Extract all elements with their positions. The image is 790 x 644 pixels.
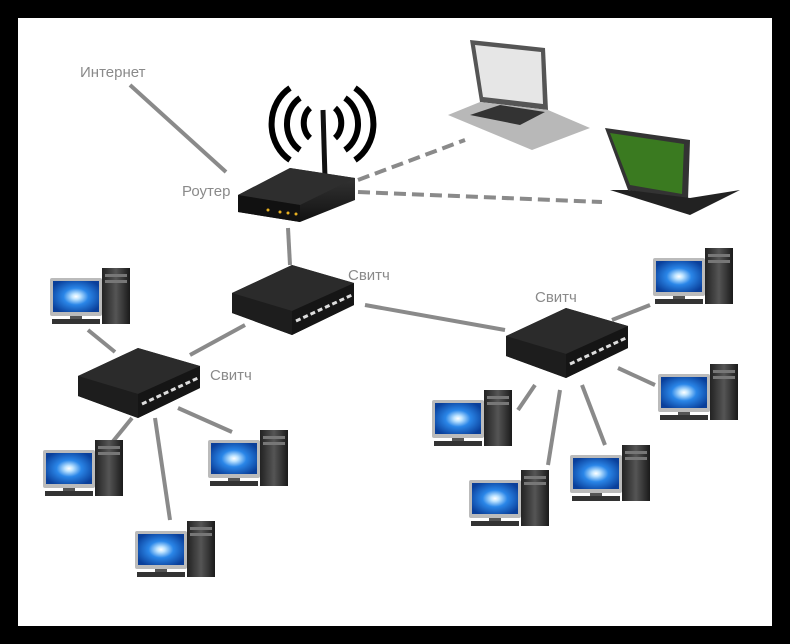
link-pc-8 — [546, 389, 562, 466]
pc-4[interactable] — [208, 430, 288, 486]
link-pc-6 — [617, 366, 656, 387]
link-pc-9 — [580, 384, 607, 446]
switch-main-label: Свитч — [348, 267, 390, 284]
switch-right[interactable] — [504, 306, 630, 380]
pc-6[interactable] — [658, 364, 738, 420]
antenna — [320, 109, 328, 179]
pc-3[interactable] — [135, 521, 215, 577]
link-pc-7 — [516, 383, 537, 412]
switch-left-label: Свитч — [210, 367, 252, 384]
pc-9[interactable] — [570, 445, 650, 501]
link-router-laptop-2 — [357, 190, 603, 204]
pc-8[interactable] — [469, 470, 549, 526]
pc-2[interactable] — [43, 440, 123, 496]
link-router-switch — [286, 227, 292, 266]
link-internet-router — [128, 83, 228, 174]
wired-links — [86, 83, 656, 521]
link-pc-3 — [153, 417, 172, 521]
wireless-links — [357, 138, 603, 204]
wifi-icon — [268, 85, 377, 163]
switch-right-label: Свитч — [535, 289, 577, 306]
laptop-1[interactable] — [448, 40, 590, 150]
pc-5[interactable] — [653, 248, 733, 304]
pc-1[interactable] — [50, 268, 130, 324]
link-switch-switch-right — [364, 303, 506, 332]
switch-main[interactable] — [230, 263, 356, 337]
router[interactable] — [238, 168, 355, 222]
link-switch-switch-left — [189, 323, 246, 357]
pc-7[interactable] — [432, 390, 512, 446]
router-label: Роутер — [182, 183, 230, 200]
network-diagram: Роутер Интернет Свитч Свитч Свитч — [43, 40, 740, 577]
link-pc-1 — [86, 328, 117, 354]
internet-label: Интернет — [80, 64, 146, 81]
diagram-canvas: Роутер Интернет Свитч Свитч Свитч — [18, 18, 772, 626]
laptop-2[interactable] — [605, 128, 740, 215]
link-router-laptop-1 — [357, 138, 466, 182]
link-pc-4 — [177, 406, 233, 434]
link-pc-5 — [611, 303, 651, 322]
